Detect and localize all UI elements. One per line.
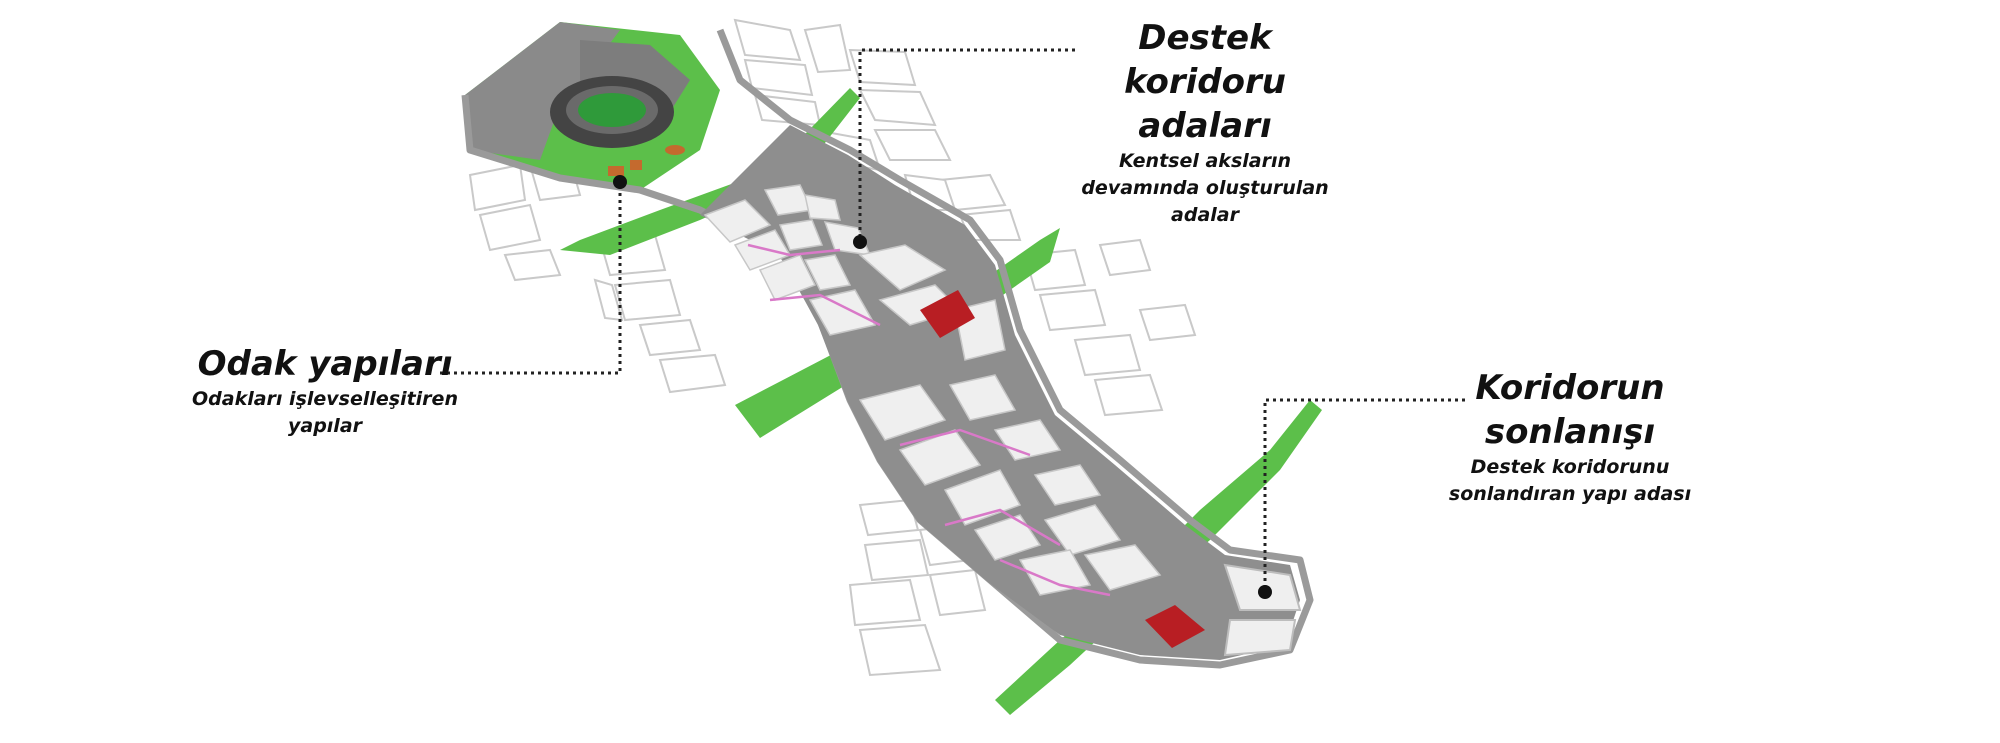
annotation-destek: Destek koridoru adaları Kentsel aksların… <box>1070 16 1340 229</box>
annotation-koridor-title-line2: sonlanışı <box>1484 412 1656 452</box>
stadium-pitch <box>578 93 646 127</box>
corridor-blocks <box>703 184 1162 596</box>
leader-dot-destek <box>853 235 867 249</box>
annotation-destek-sub-line3: adalar <box>1171 204 1239 226</box>
annotation-destek-sub-line1: Kentsel aksların <box>1118 150 1291 172</box>
annotation-destek-title-line2: adaları <box>1138 106 1272 146</box>
stadium-parcel <box>465 22 720 190</box>
annotation-odak-sub-line1: Odakları işlevselleşitiren <box>192 388 458 410</box>
annotation-koridor-title-line1: Koridorun <box>1475 368 1665 408</box>
small-building <box>608 166 624 176</box>
annotation-odak-sub-line2: yapılar <box>287 415 363 437</box>
leader-destek <box>858 48 1075 240</box>
small-building <box>630 160 642 170</box>
annotation-destek-title-line1: Destek koridoru <box>1124 18 1286 102</box>
context-outline-blocks <box>468 18 1197 677</box>
annotation-koridor-sub-line1: Destek koridorunu <box>1470 456 1670 478</box>
red-focal-building-1 <box>920 290 975 338</box>
leader-dots <box>613 175 1272 599</box>
focal-buildings <box>920 290 1205 648</box>
annotation-koridor-sub-line2: sonlandıran yapı adası <box>1448 483 1692 505</box>
annotation-destek-sub-line2: devamında oluşturulan <box>1081 177 1329 199</box>
annotation-odak: Odak yapıları Odakları işlevselleşitiren… <box>190 342 460 440</box>
red-focal-building-2 <box>1145 605 1205 648</box>
leader-dot-odak <box>613 175 627 189</box>
leader-dot-koridor <box>1258 585 1272 599</box>
annotation-odak-title: Odak yapıları <box>197 344 453 384</box>
annotation-koridor: Koridorun sonlanışı Destek koridorunu so… <box>1440 366 1700 508</box>
leader-lines <box>440 48 1465 590</box>
pedestrian-paths <box>747 243 1111 597</box>
